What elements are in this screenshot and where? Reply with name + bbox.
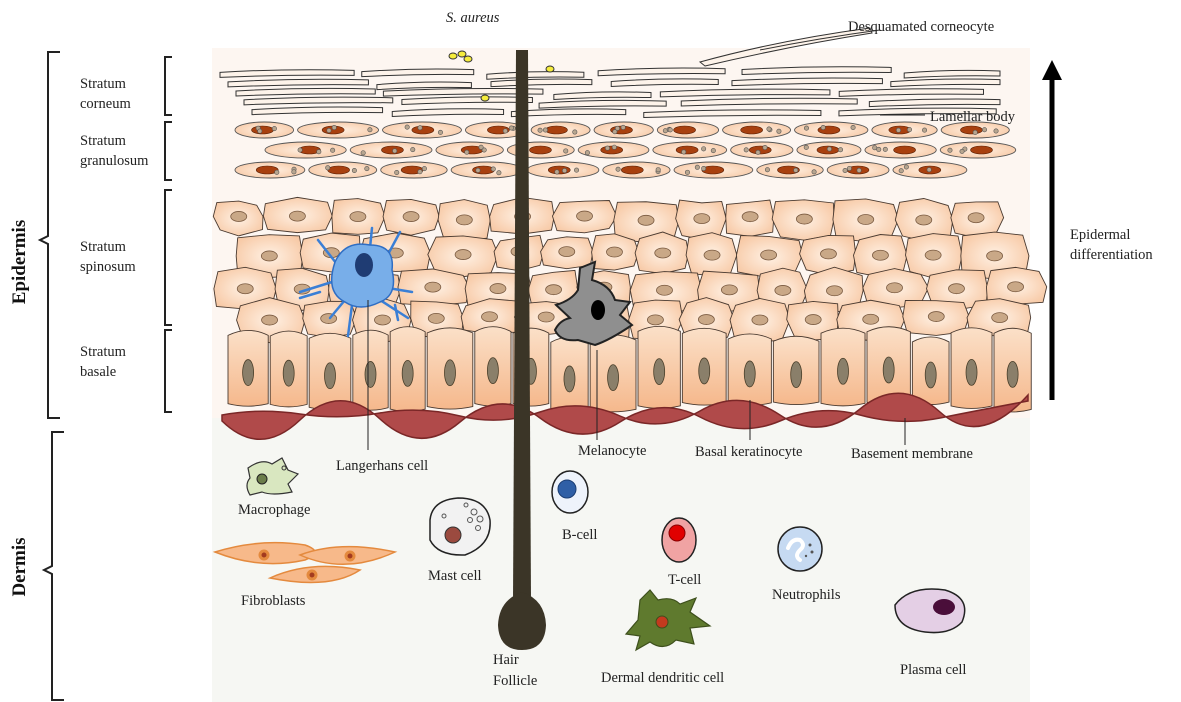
neutrophil-cell [778, 527, 822, 571]
hair-follicle-label-1: Hair [493, 652, 519, 668]
granular-cell [298, 122, 379, 138]
granular-cell [893, 162, 967, 178]
granular-cell [603, 162, 670, 178]
b-cell-label: B-cell [562, 527, 597, 543]
basal-keratinocyte [912, 337, 949, 405]
t-cell [662, 518, 696, 562]
spinous-cell [676, 200, 727, 239]
basal-keratinocyte [551, 337, 588, 412]
granular-cell [451, 162, 523, 178]
basal-keratinocyte [728, 334, 771, 405]
basal-keratinocyte [951, 328, 992, 409]
granular-cell [865, 142, 936, 158]
granular-cell [731, 142, 793, 158]
granular-cell [436, 142, 503, 158]
granular-cell [309, 162, 377, 178]
stratum-spinosum-label-2: spinosum [80, 259, 136, 275]
basal-keratinocyte [309, 333, 351, 410]
stratum-spinosum-label-1: Stratum [80, 239, 127, 255]
granular-cell [653, 142, 727, 158]
granular-cell [235, 122, 294, 138]
hair-follicle-label-2: Follicle [493, 673, 537, 689]
spinous-cell [398, 269, 469, 306]
spinous-cell [635, 232, 688, 274]
granular-cell [265, 142, 346, 158]
desquamated-corneocyte-label: Desquamated corneocyte [848, 19, 994, 35]
spinous-cell [726, 200, 774, 236]
basal-keratinocyte [773, 336, 819, 404]
granular-cell [594, 122, 653, 138]
granular-cell [795, 122, 868, 138]
basal-keratinocyte [353, 330, 388, 410]
granular-cell [527, 162, 599, 178]
spinous-cell [772, 200, 834, 240]
basal-keratinocyte [682, 328, 726, 405]
basal-keratinocyte [270, 331, 307, 407]
basal-keratinocyte-label: Basal keratinocyte [695, 444, 803, 460]
spinous-cell [383, 199, 439, 235]
basal-keratinocyte [228, 330, 268, 406]
mast-cell-label: Mast cell [428, 568, 482, 584]
s-aureus-label: S. aureus [446, 10, 500, 26]
stratum-granulosum-cells [235, 122, 1016, 178]
epidermis-label: Epidermis [9, 220, 30, 304]
macrophage-label: Macrophage [238, 502, 310, 518]
fibroblasts-label: Fibroblasts [241, 593, 306, 609]
granular-cell [381, 162, 447, 178]
plasma-cell-label: Plasma cell [900, 662, 966, 678]
granular-cell [940, 142, 1015, 158]
basal-keratinocyte [638, 326, 680, 408]
granular-cell [757, 162, 823, 178]
b-cell [552, 471, 588, 513]
spinous-cell [592, 234, 639, 270]
spinous-cell [552, 201, 616, 233]
granular-cell [797, 142, 861, 158]
granular-cell [827, 162, 889, 178]
dermis-label: Dermis [9, 537, 30, 596]
granular-cell [872, 122, 937, 138]
stratum-corneum-label-2: corneum [80, 96, 131, 112]
epidermal-differentiation-label-1: Epidermal [1070, 227, 1130, 243]
t-cell-label: T-cell [668, 572, 701, 588]
basement-membrane-label: Basement membrane [851, 446, 973, 462]
epidermal-differentiation-label-2: differentiation [1070, 247, 1153, 263]
lamellar-body-label: Lamellar body [930, 109, 1016, 125]
stratum-corneum-label-1: Stratum [80, 76, 127, 92]
langerhans-cell-label: Langerhans cell [336, 458, 428, 474]
granular-cell [723, 122, 791, 138]
stratum-granulosum-label-2: granulosum [80, 153, 149, 169]
spinous-cell [541, 237, 593, 269]
stratum-basale-label-1: Stratum [80, 344, 127, 360]
neutrophils-label: Neutrophils [772, 587, 841, 603]
melanocyte-label: Melanocyte [578, 443, 646, 459]
spinous-cell [986, 267, 1046, 304]
dermal-dendritic-cell-label: Dermal dendritic cell [601, 670, 724, 686]
stratum-granulosum-label-1: Stratum [80, 133, 127, 149]
granular-cell [531, 122, 590, 138]
granular-cell [674, 162, 753, 178]
spinous-cell [438, 200, 490, 241]
granular-cell [235, 162, 305, 178]
basal-keratinocyte [390, 327, 425, 412]
granular-cell [657, 122, 718, 138]
plasma-cell [895, 589, 965, 633]
basal-keratinocyte [475, 327, 511, 406]
basal-keratinocyte [427, 328, 473, 409]
spinous-cell [332, 199, 385, 235]
granular-cell [578, 142, 649, 158]
granular-cell [350, 142, 432, 158]
stratum-basale-label-2: basale [80, 364, 116, 380]
spinous-cell [686, 233, 737, 276]
basal-keratinocyte [821, 328, 865, 406]
granular-cell [383, 122, 462, 138]
spinous-cell [263, 197, 332, 232]
